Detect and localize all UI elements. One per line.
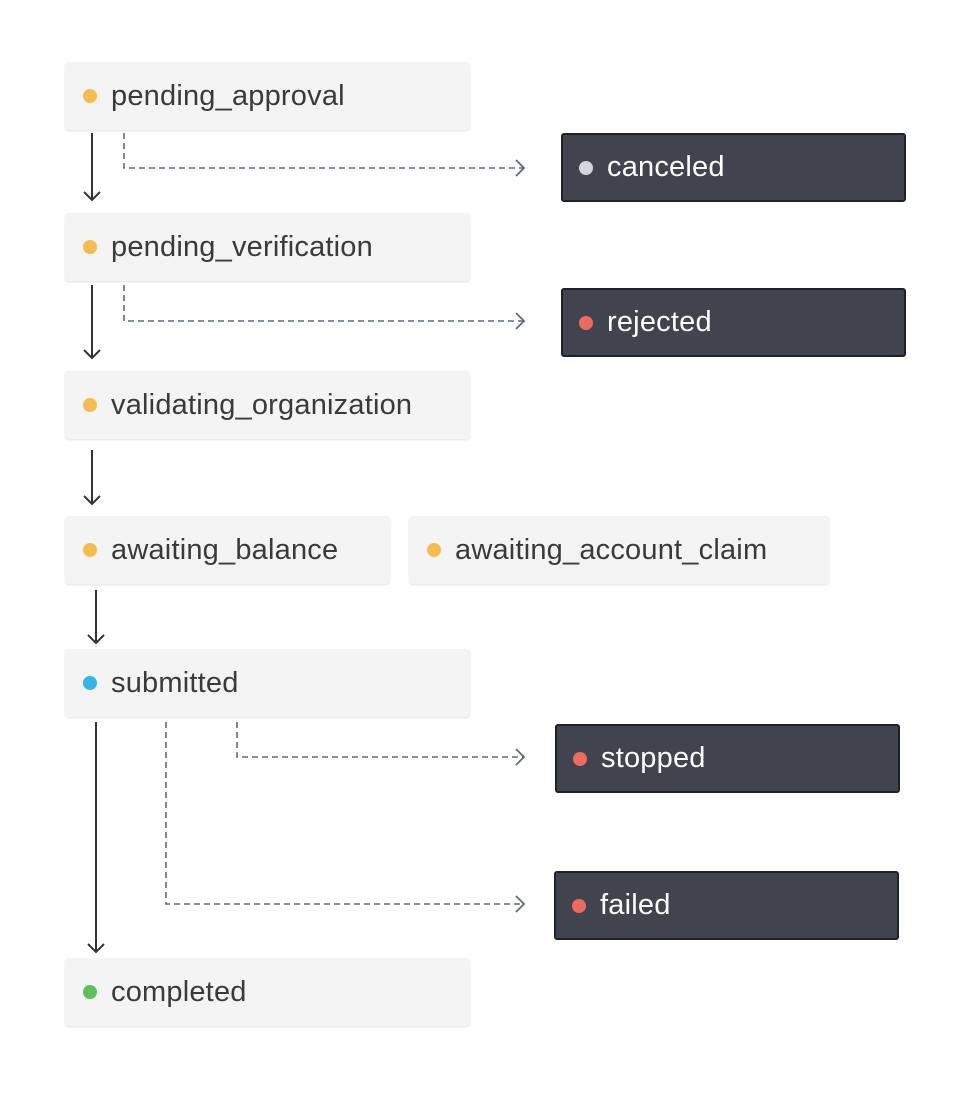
status-dot-green [83, 985, 97, 999]
edge-submitted-to-stopped [236, 722, 524, 758]
edge-pending-verification-to-validating-organization [83, 285, 101, 360]
status-dot-yellow [427, 543, 441, 557]
status-dot-yellow [83, 398, 97, 412]
node-label: submitted [111, 666, 239, 699]
node-canceled[interactable]: canceled [561, 133, 906, 202]
node-label: validating_organization [111, 388, 413, 421]
node-awaiting-balance[interactable]: awaiting_balance [65, 516, 390, 584]
edge-validating-organization-to-awaiting-balance [83, 450, 101, 506]
arrowhead-stopped [515, 748, 526, 766]
node-label: canceled [607, 151, 725, 183]
node-label: completed [111, 975, 247, 1008]
node-submitted[interactable]: submitted [65, 649, 470, 717]
status-dot-yellow [83, 240, 97, 254]
status-dot-red [579, 315, 593, 330]
edge-pending-approval-to-pending-verification [83, 133, 101, 202]
node-label: stopped [601, 742, 706, 774]
status-dot-yellow [83, 543, 97, 557]
edge-pending-approval-to-canceled [123, 133, 524, 169]
edge-submitted-to-failed [165, 722, 524, 905]
node-label: failed [600, 889, 671, 921]
node-rejected[interactable]: rejected [561, 288, 906, 357]
node-pending-approval[interactable]: pending_approval [65, 62, 470, 130]
node-label: rejected [607, 306, 712, 338]
arrowhead-rejected [515, 312, 526, 330]
status-dot-red [572, 898, 586, 913]
arrowhead-canceled [515, 159, 526, 177]
edge-awaiting-balance-to-submitted [87, 590, 105, 645]
node-label: awaiting_balance [111, 533, 339, 566]
node-label: awaiting_account_claim [455, 533, 768, 566]
status-dot-blue [83, 676, 97, 690]
status-dot-red [573, 751, 587, 766]
node-awaiting-account-claim[interactable]: awaiting_account_claim [409, 516, 829, 584]
edge-pending-verification-to-rejected [123, 285, 524, 322]
arrowhead-failed [515, 895, 526, 913]
node-label: pending_approval [111, 79, 345, 112]
node-completed[interactable]: completed [65, 958, 470, 1026]
node-stopped[interactable]: stopped [555, 724, 900, 793]
node-failed[interactable]: failed [554, 871, 899, 940]
edge-submitted-to-completed [87, 722, 105, 954]
status-dot-yellow [83, 89, 97, 103]
status-dot-gray [579, 160, 593, 175]
node-validating-organization[interactable]: validating_organization [65, 371, 470, 439]
node-label: pending_verification [111, 230, 373, 263]
node-pending-verification[interactable]: pending_verification [65, 213, 470, 281]
